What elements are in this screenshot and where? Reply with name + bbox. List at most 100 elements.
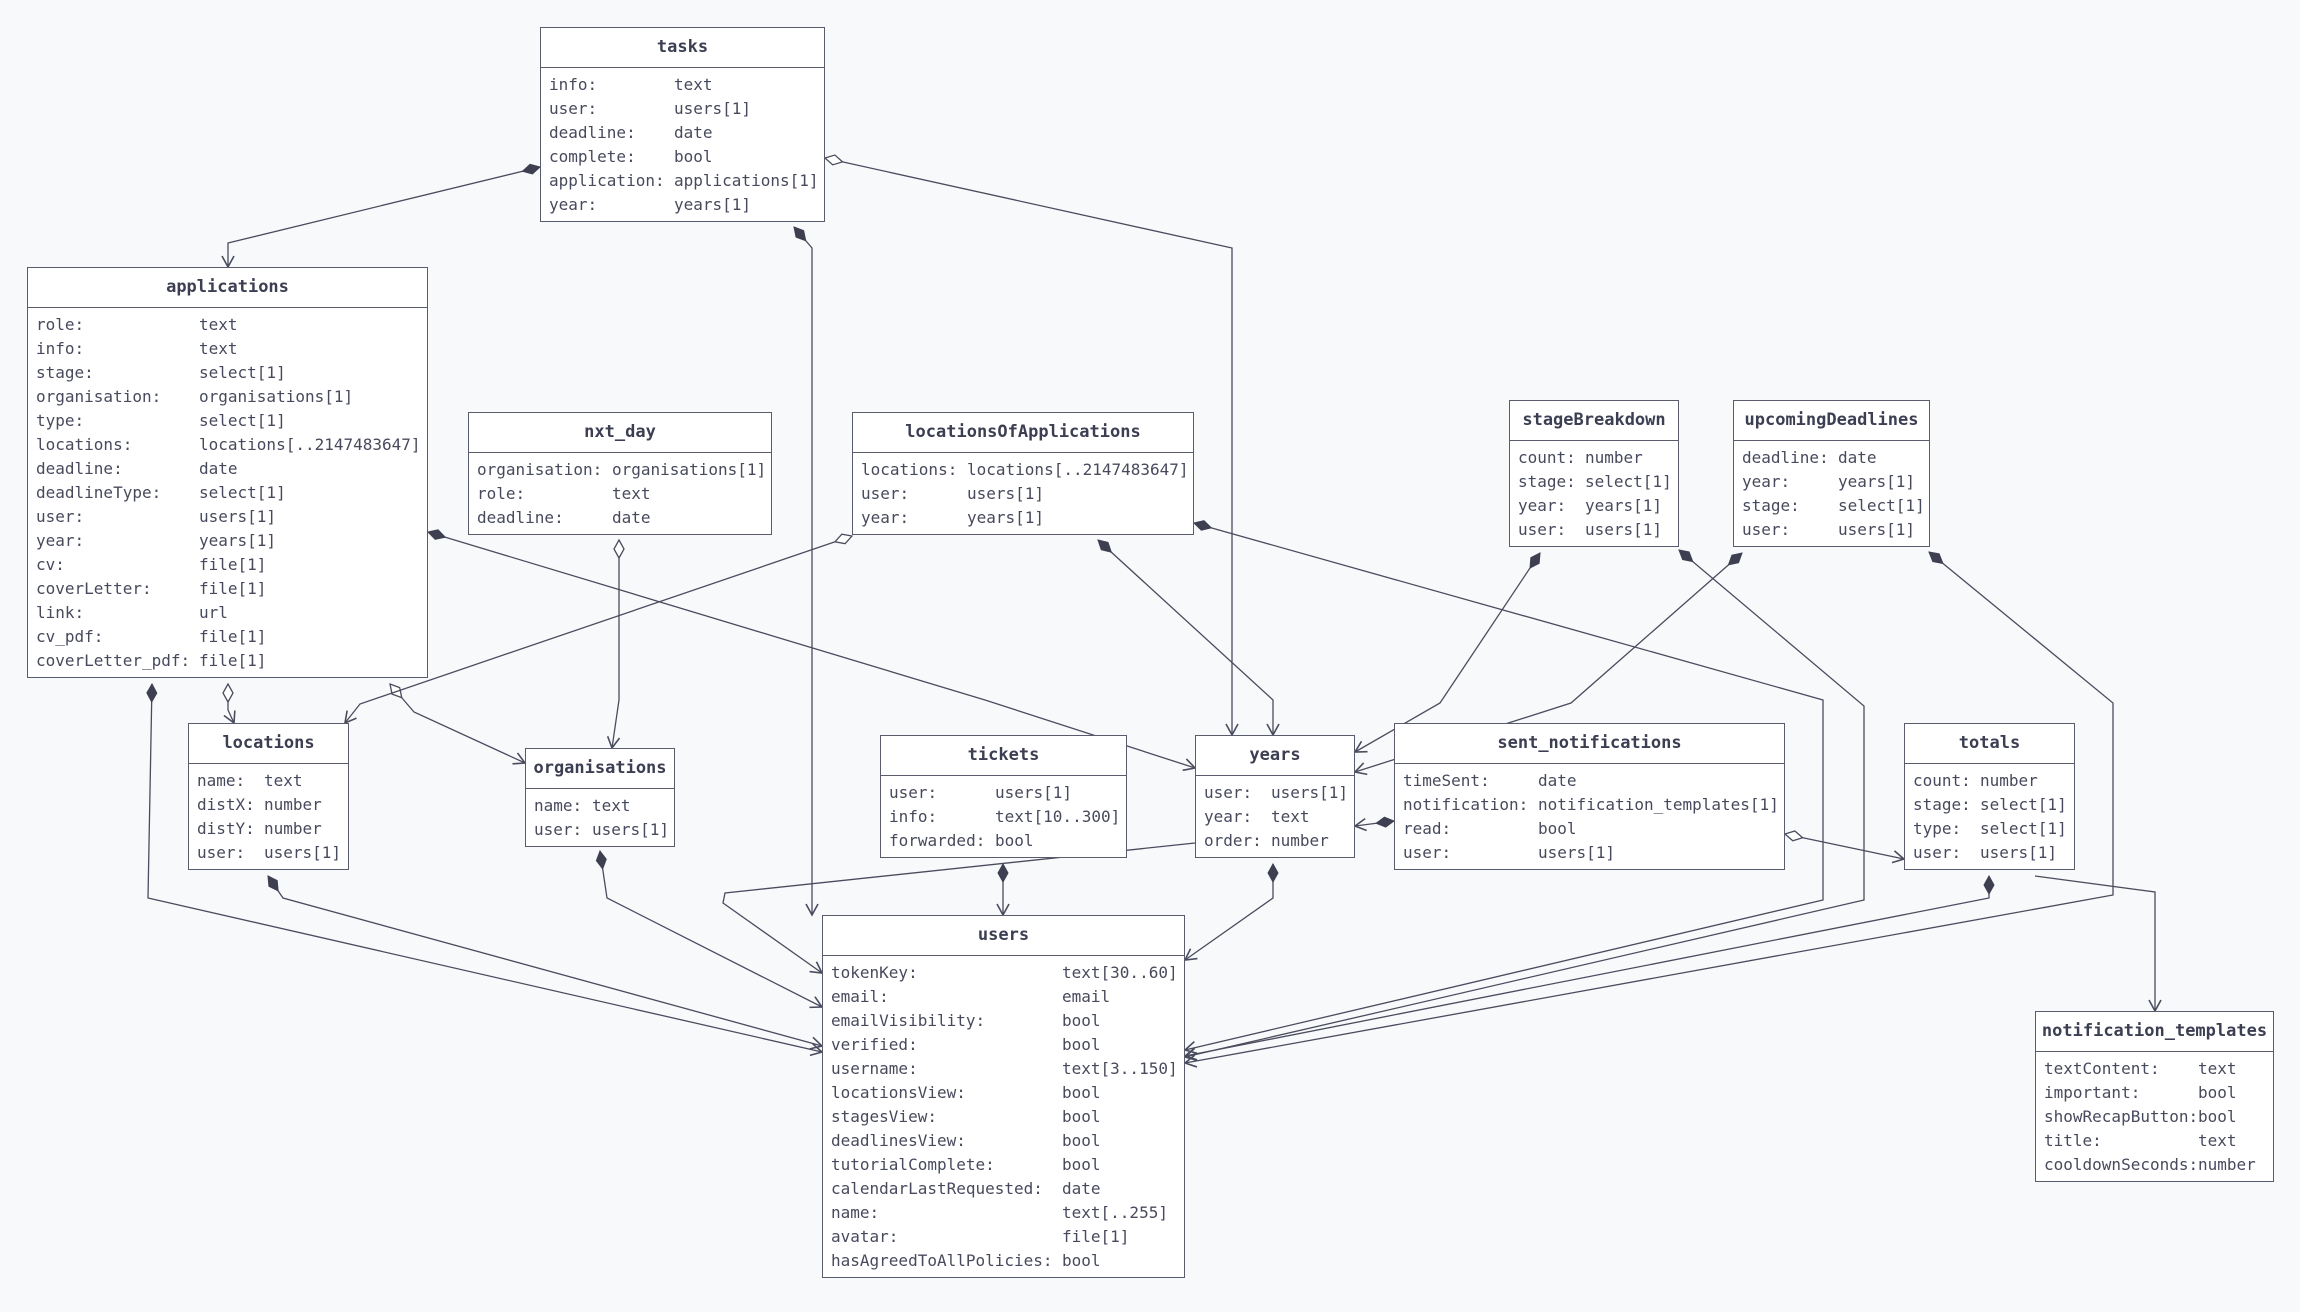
edge-totals-notification_templates [2034, 875, 2162, 1013]
field-type: bool [1062, 1083, 1101, 1102]
field-name: name: [831, 1203, 880, 1222]
entity-title: locationsOfApplications [853, 413, 1193, 453]
entity-tickets[interactable]: tickets user:users[1]info:text[10..300]f… [880, 735, 1127, 858]
field-name: complete: [549, 147, 636, 166]
field-row: hasAgreedToAllPolicies:bool [831, 1249, 1176, 1273]
field-row: cv_pdf:file[1] [36, 625, 419, 649]
field-row: deadline:date [549, 121, 816, 145]
field-row: deadline: date [36, 457, 419, 481]
field-type: date [199, 459, 238, 478]
field-row: user:users[1] [1518, 518, 1670, 542]
field-row: showRecapButton:bool [2044, 1105, 2265, 1129]
field-type: text [264, 771, 303, 790]
edge-applications-organisations [390, 684, 525, 763]
edge-sent_notifications-years [1355, 821, 1394, 826]
field-name: forwarded: [889, 831, 986, 850]
field-type: bool [1062, 1035, 1101, 1054]
field-type: users[1] [1838, 520, 1916, 539]
field-type: number [2198, 1155, 2256, 1174]
field-type: select[1] [199, 483, 286, 502]
field-type: bool [1062, 1131, 1101, 1150]
field-name: stagesView: [831, 1107, 937, 1126]
field-name: year: [1204, 807, 1253, 826]
entity-title: years [1196, 736, 1354, 776]
field-type: text[3..150] [1062, 1059, 1178, 1078]
field-name: stage: [1518, 472, 1576, 491]
field-row: year:years[1] [549, 193, 816, 217]
field-row: textContent:text [2044, 1057, 2265, 1081]
field-row: cv:file[1] [36, 553, 419, 577]
field-row: role:text [36, 313, 419, 337]
entity-title: upcomingDeadlines [1734, 401, 1929, 441]
field-name: info: [36, 339, 85, 358]
field-name: role: [477, 484, 526, 503]
field-name: type: [1913, 819, 1962, 838]
field-row: user:users[1] [36, 505, 419, 529]
field-type: select[1] [199, 411, 286, 430]
field-name: user: [861, 484, 910, 503]
field-row: locationsView:bool [831, 1081, 1176, 1105]
field-name: deadline: [36, 459, 123, 478]
field-type: date [1838, 448, 1877, 467]
field-type: text [1271, 807, 1310, 826]
field-type: text [199, 315, 238, 334]
field-type: bool [1062, 1011, 1101, 1030]
field-name: calendarLastRequested: [831, 1179, 1043, 1198]
field-name: user: [1403, 843, 1452, 862]
field-name: application: [549, 171, 665, 190]
field-name: deadline: [1742, 448, 1829, 467]
entity-locationsOfApplications[interactable]: locationsOfApplications locations:locati… [852, 412, 1194, 535]
field-name: distX: [197, 795, 255, 814]
edge-nxt_day-organisations [612, 540, 619, 748]
field-type: select[1] [199, 363, 286, 382]
field-name: user: [197, 843, 246, 862]
field-row: coverLetter_pdf:file[1] [36, 649, 419, 673]
entity-title: locations [189, 724, 348, 764]
field-row: deadlineType:select[1] [36, 481, 419, 505]
field-name: user: [534, 820, 583, 839]
edge-tasks-applications [228, 167, 540, 267]
field-type: years[1] [1585, 496, 1663, 515]
field-type: organisations[1] [199, 387, 354, 406]
field-name: tokenKey: [831, 963, 918, 982]
field-row: name:text[..255] [831, 1201, 1176, 1225]
field-row: coverLetter:file[1] [36, 577, 419, 601]
field-row: complete:bool [549, 145, 816, 169]
edge-organisations-users [600, 851, 822, 1007]
field-type: bool [995, 831, 1034, 850]
field-type: users[1] [967, 484, 1045, 503]
field-name: deadline: [477, 508, 564, 527]
field-type: email [1062, 987, 1111, 1006]
field-row: deadlinesView:bool [831, 1129, 1176, 1153]
field-name: username: [831, 1059, 918, 1078]
field-name: stage: [1913, 795, 1971, 814]
field-row: forwarded: bool [889, 829, 1118, 853]
field-type: years[1] [674, 195, 752, 214]
field-row: user: users[1] [861, 482, 1185, 506]
field-row: year: text [1204, 805, 1346, 829]
field-row: stage:select[1] [1742, 494, 1925, 518]
field-type: bool [2198, 1107, 2237, 1126]
entity-nxt_day[interactable]: nxt_day organisation:organisations[1]rol… [468, 412, 772, 535]
field-row: notification:notification_templates[1] [1403, 793, 1779, 817]
field-name: read: [1403, 819, 1452, 838]
field-type: file[1] [199, 555, 267, 574]
entity-title: tickets [881, 736, 1126, 776]
field-row: user:users[1] [1913, 841, 2066, 865]
field-type: users[1] [1980, 843, 2058, 862]
field-row: stage:select[1] [1518, 470, 1672, 494]
field-name: important: [2044, 1083, 2141, 1102]
field-row: year:years[1] [36, 529, 419, 553]
edge-years-users-2 [722, 842, 1196, 974]
